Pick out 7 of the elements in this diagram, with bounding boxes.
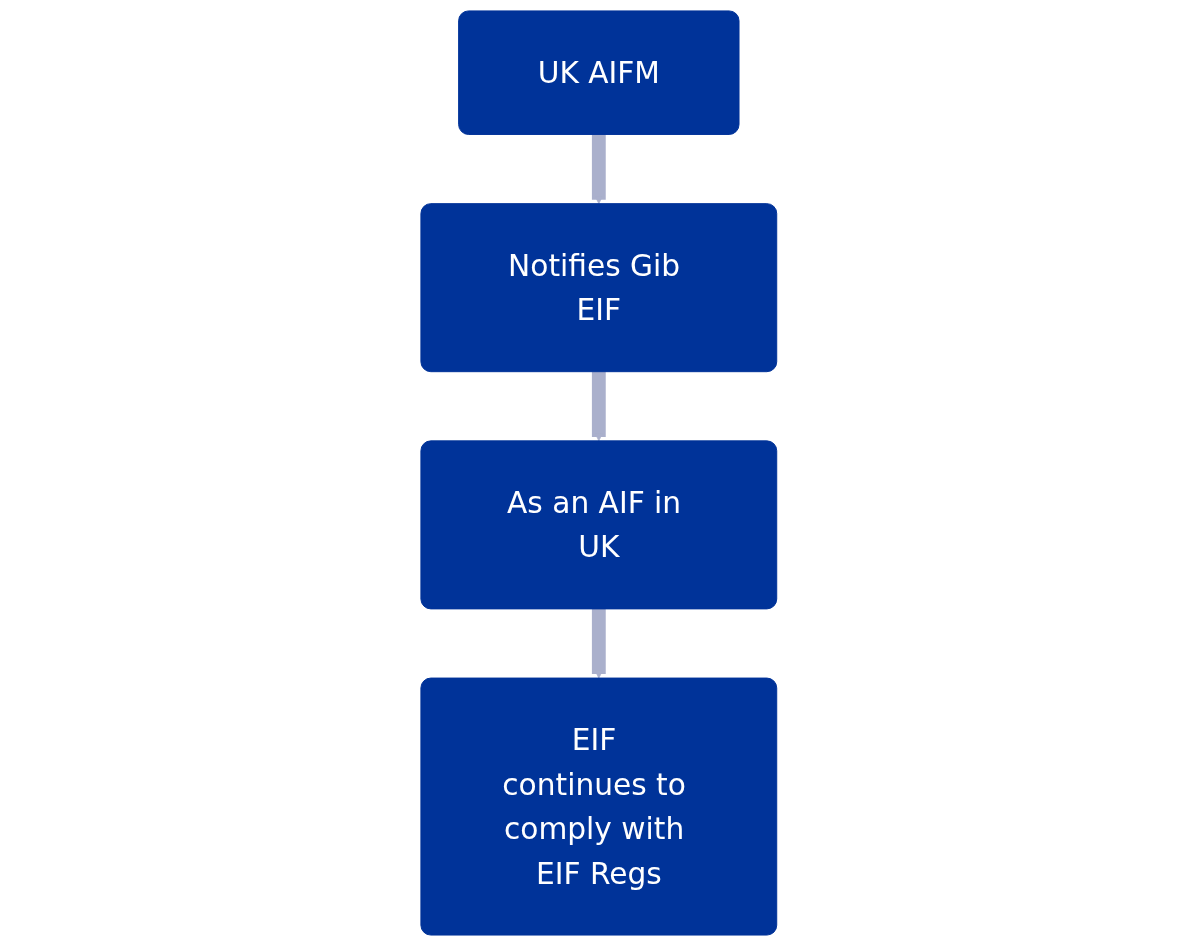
arrow (592, 133, 606, 205)
arrow (592, 607, 606, 679)
node-box: EIF continues to comply with EIF Regs (420, 677, 778, 936)
arrow (592, 370, 606, 442)
node-box: As an AIF in UK (420, 440, 778, 610)
node-box: Notifies Gib EIF (420, 203, 778, 373)
node-box: UK AIFM (458, 10, 740, 135)
